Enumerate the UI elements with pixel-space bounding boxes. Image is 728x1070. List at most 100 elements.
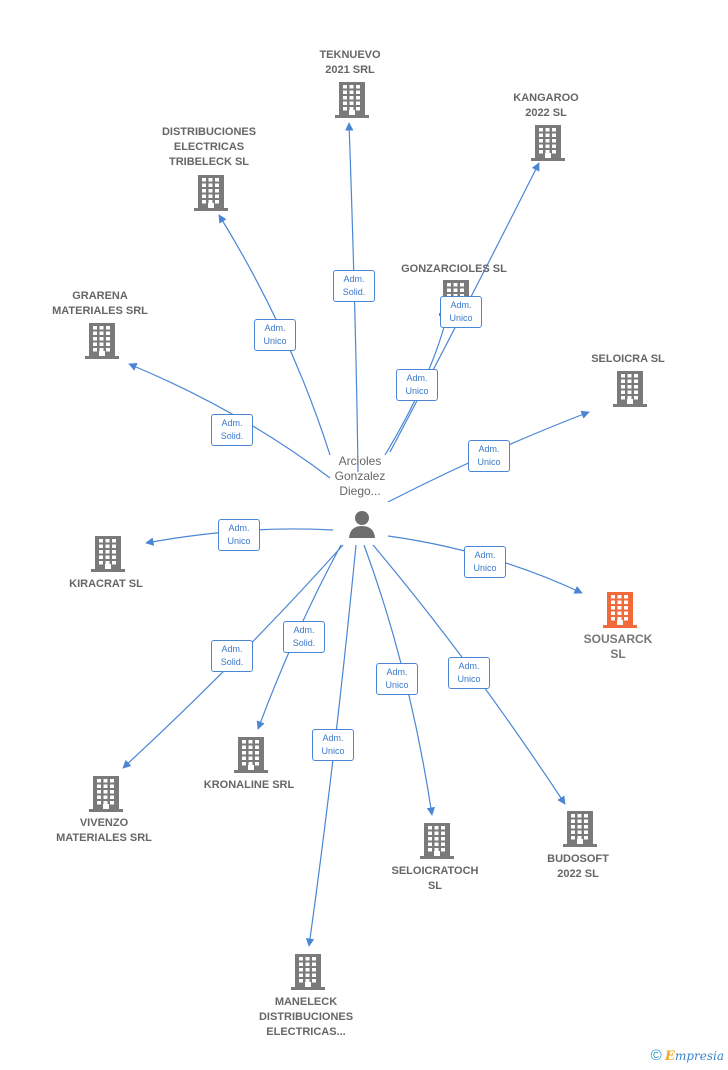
building-icon <box>91 536 125 572</box>
building-icon <box>89 776 123 812</box>
company-name-line: MATERIALES SRL <box>56 832 152 844</box>
relation-badge-kronaline[interactable]: Adm.Solid. <box>283 621 325 653</box>
building-icon <box>531 125 565 161</box>
company-name-line: TRIBELECK SL <box>168 156 250 168</box>
company-kiracrat[interactable] <box>91 536 125 577</box>
company-name-line: KIRACRAT SL <box>69 578 143 590</box>
relation-badge-gonzarcioles[interactable]: Adm. Unico <box>396 369 438 401</box>
edge-to-teknuevo <box>345 122 359 473</box>
company-name-line: 2021 SRL <box>325 64 375 76</box>
company-maneleck[interactable] <box>291 954 325 995</box>
company-name-line: BUDOSOFT <box>547 853 609 865</box>
company-label-vivenzo-materiales[interactable]: VIVENZO MATERIALES SRL <box>24 816 184 846</box>
building-icon <box>291 954 325 990</box>
relation-text: Adm. <box>228 523 250 533</box>
relation-text: Solid. <box>220 657 244 667</box>
relation-badge-teknuevo[interactable]: Adm. Solid. <box>333 270 375 302</box>
company-budosoft[interactable] <box>563 811 597 852</box>
relation-badge-vivenzo-materiales[interactable]: Adm. Solid. <box>211 640 253 672</box>
building-icon <box>85 323 119 359</box>
company-name-line: ELECTRICAS... <box>266 1026 346 1038</box>
relation-text: Unico <box>405 386 429 396</box>
company-distribuciones-electricas-tribeleck[interactable] <box>194 175 228 216</box>
relation-badge-garena-materiales[interactable]: Adm.Solid. <box>211 414 253 446</box>
company-kangaroo[interactable] <box>531 125 565 166</box>
relation-text: Unico <box>263 336 287 346</box>
company-label-kiracrat[interactable]: KIRACRAT SL <box>26 577 186 592</box>
person-name-line: Diego... <box>339 484 381 498</box>
relation-badge-kiracrat[interactable]: Adm.Unico <box>218 519 260 551</box>
relation-text: Adm. <box>474 550 496 560</box>
relation-text: Unico <box>385 680 409 690</box>
company-label-seloicratoch[interactable]: SELOICRATOCH SL <box>355 864 515 894</box>
company-label-maneleck[interactable]: MANELECK DISTRIBUCIONES ELECTRICAS... <box>226 995 386 1040</box>
relation-badge-seloicratoch[interactable]: Adm. Unico <box>376 663 418 695</box>
company-name-line: SELOICRATOCH <box>391 865 479 877</box>
company-label-budosoft[interactable]: BUDOSOFT 2022 SL <box>498 852 658 882</box>
company-name-line: SELOICRA SL <box>591 353 665 365</box>
company-name-line: SL <box>427 880 443 892</box>
relation-text: Unico <box>321 746 345 756</box>
company-label-gonzarcioles[interactable]: GONZARCIOLES SL <box>374 262 534 277</box>
company-name-line: SOUSARCK <box>583 632 653 646</box>
brand-logo: © Empresia <box>650 1047 724 1064</box>
relation-text: Adm. <box>343 274 365 284</box>
company-name-line: ELECTRICAS <box>173 141 245 153</box>
building-icon <box>563 811 597 847</box>
company-garena-materiales[interactable] <box>85 323 119 364</box>
relation-text: Adm. <box>478 444 500 454</box>
company-name-line: 2022 SL <box>525 107 567 119</box>
company-kronaline[interactable] <box>234 737 268 778</box>
company-name-line: MANELECK <box>274 996 338 1008</box>
company-name-line: KRONALINE SRL <box>203 779 295 791</box>
person-name-line: Arcioles <box>338 454 382 468</box>
relation-badge-distribuciones-electricas-tribeleck[interactable]: Adm.Unico <box>254 319 296 351</box>
copyright-icon: © <box>650 1047 662 1064</box>
company-name-line: GONZARCIOLES SL <box>401 263 507 275</box>
building-icon <box>234 737 268 773</box>
company-name-line: TEKNUEVO <box>319 49 381 61</box>
relation-text: Solid. <box>220 431 244 441</box>
relation-badge-maneleck[interactable]: Adm. Unico <box>312 729 354 761</box>
company-label-kronaline[interactable]: KRONALINE SRL <box>169 778 329 793</box>
building-icon <box>194 175 228 211</box>
relation-text: Solid. <box>342 287 366 297</box>
company-label-seloicra[interactable]: SELOICRA SL <box>548 352 708 367</box>
building-icon <box>420 823 454 859</box>
company-seloicra[interactable] <box>613 371 647 412</box>
relation-text: Adm. <box>458 661 480 671</box>
company-name-line: SL <box>610 647 626 661</box>
company-sousarck[interactable] <box>603 592 637 633</box>
relation-text: Unico <box>477 457 501 467</box>
relation-badge-seloicra[interactable]: Adm. Unico <box>468 440 510 472</box>
relation-text: Adm. <box>386 667 408 677</box>
person-icon <box>349 511 375 538</box>
company-vivenzo-materiales[interactable] <box>89 776 123 817</box>
company-name-line: DISTRIBUCIONES <box>258 1011 354 1023</box>
company-label-distribuciones-electricas-tribeleck[interactable]: DISTRIBUCIONES ELECTRICAS TRIBELECK SL <box>129 125 289 170</box>
person-name-line: Gonzalez <box>334 469 386 483</box>
relation-text: Unico <box>473 563 497 573</box>
company-seloicratoch[interactable] <box>420 823 454 864</box>
company-name-line: 2022 SL <box>557 868 599 880</box>
relation-badge-budosoft[interactable]: Adm.Unico <box>448 657 490 689</box>
company-name-line: GRARENA <box>72 290 128 302</box>
relation-text: Adm. <box>322 733 344 743</box>
relation-text: Unico <box>449 313 473 323</box>
company-teknuevo[interactable] <box>335 82 369 123</box>
company-label-teknuevo[interactable]: TEKNUEVO 2021 SRL <box>270 48 430 78</box>
company-name-line: VIVENZO <box>79 817 129 829</box>
building-icon <box>613 371 647 407</box>
company-name-line: DISTRIBUCIONES <box>161 126 257 138</box>
relation-text: Solid. <box>292 638 316 648</box>
relation-text: Adm. <box>221 644 243 654</box>
building-icon <box>603 592 637 628</box>
relation-text: Adm. <box>406 373 428 383</box>
relation-badge-kangaroo[interactable]: Adm.Unico <box>440 296 482 328</box>
relation-badge-sousarck[interactable]: Adm. Unico <box>464 546 506 578</box>
